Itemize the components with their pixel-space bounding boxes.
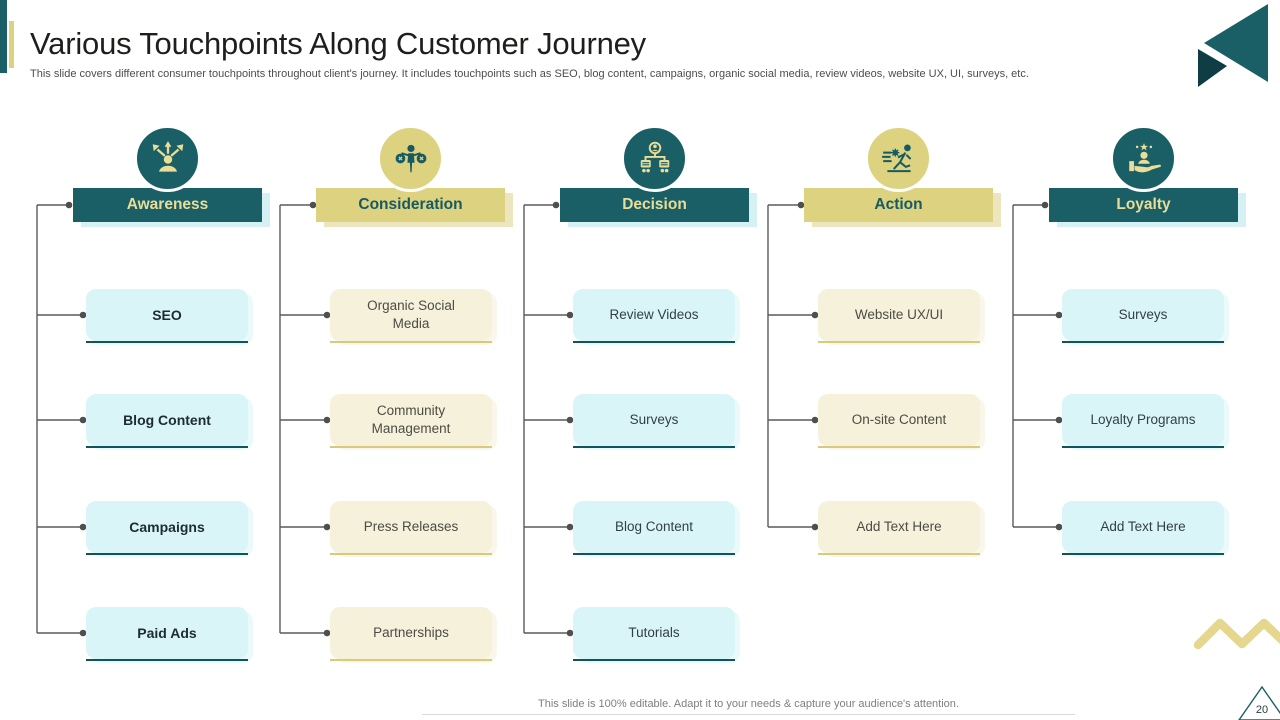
action-circle: [865, 125, 932, 192]
decision-choice-carts-icon: [640, 141, 669, 172]
loyalty-circle: [1110, 125, 1177, 192]
item-action-website-ux-ui: Website UX/UI: [818, 289, 980, 343]
decision-circle: [621, 125, 688, 192]
item-decision-surveys: Surveys: [573, 394, 735, 448]
footer-note: This slide is 100% editable. Adapt it to…: [422, 698, 1075, 715]
item-loyalty-surveys: Surveys: [1062, 289, 1224, 343]
title-accent-khaki-bar: [9, 21, 14, 68]
item-loyalty-add-text-here: Add Text Here: [1062, 501, 1224, 555]
awareness-circle: [134, 125, 201, 192]
column-header-loyalty: Loyalty: [1049, 188, 1238, 222]
column-header-action: Action: [804, 188, 993, 222]
consideration-circle: [377, 125, 444, 192]
item-consideration-press-releases: Press Releases: [330, 501, 492, 555]
page-title: Various Touchpoints Along Customer Journ…: [30, 26, 646, 61]
brand-logo-triangles-icon: [1198, 4, 1268, 87]
title-accent-teal-bar: [0, 0, 7, 73]
action-runner-gear-icon: [881, 144, 911, 172]
item-awareness-paid-ads: Paid Ads: [86, 607, 248, 661]
item-awareness-seo: SEO: [86, 289, 248, 343]
item-decision-tutorials: Tutorials: [573, 607, 735, 661]
item-awareness-campaigns: Campaigns: [86, 501, 248, 555]
column-header-consideration: Consideration: [316, 188, 505, 222]
item-decision-blog-content: Blog Content: [573, 501, 735, 555]
item-loyalty-loyalty-programs: Loyalty Programs: [1062, 394, 1224, 448]
zigzag-decoration: [1193, 618, 1280, 650]
item-action-add-text-here: Add Text Here: [818, 501, 980, 555]
item-consideration-partnerships: Partnerships: [330, 607, 492, 661]
column-header-decision: Decision: [560, 188, 749, 222]
page-number: 20: [1256, 704, 1268, 716]
consideration-balance-person-icon: [395, 144, 426, 172]
item-awareness-blog-content: Blog Content: [86, 394, 248, 448]
page-subtitle: This slide covers different consumer tou…: [30, 68, 1029, 80]
column-header-awareness: Awareness: [73, 188, 262, 222]
item-consideration-community-management: Community Management: [330, 394, 492, 448]
page-number-triangle: 20: [1238, 685, 1280, 720]
loyalty-hand-person-icon: [1128, 142, 1161, 172]
item-decision-review-videos: Review Videos: [573, 289, 735, 343]
item-consideration-organic-social-media: Organic Social Media: [330, 289, 492, 343]
awareness-branching-person-icon: [152, 140, 183, 172]
item-action-on-site-content: On-site Content: [818, 394, 980, 448]
